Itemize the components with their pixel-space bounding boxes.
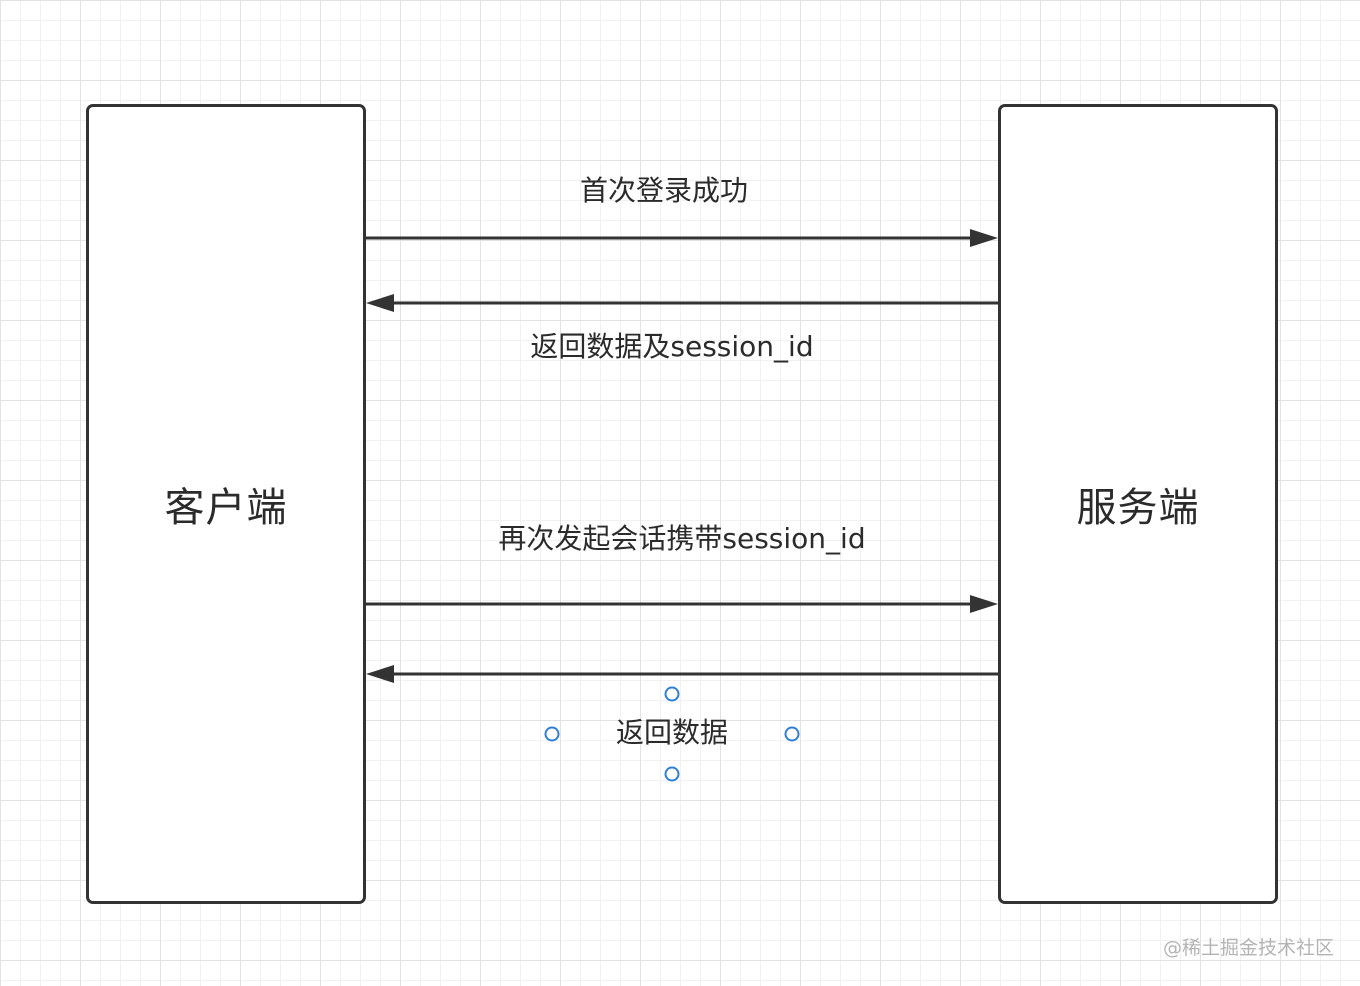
client-label: 客户端 [164,485,288,531]
selection-handle-top [664,686,680,702]
arrow-data-response[interactable] [366,665,998,683]
watermark: @稀土掘金技术社区 [1162,937,1334,959]
selection-handles[interactable] [544,686,800,782]
selection-handle-left [544,726,560,742]
selection-handle-bottom [664,766,680,782]
message-label-login[interactable]: 首次登录成功 [579,174,749,207]
arrow-session-response[interactable] [366,294,998,312]
client-node[interactable]: 客户端 [86,104,366,904]
message-label-session-request[interactable]: 再次发起会话携带session_id [498,522,866,555]
selection-handle-right [784,726,800,742]
message-label-data-response[interactable]: 返回数据 [615,716,729,749]
server-node[interactable]: 服务端 [998,104,1278,904]
arrow-login-request[interactable] [366,229,998,247]
message-label-session-response[interactable]: 返回数据及session_id [530,330,814,363]
server-label: 服务端 [1076,485,1200,531]
arrow-session-request[interactable] [366,595,998,613]
